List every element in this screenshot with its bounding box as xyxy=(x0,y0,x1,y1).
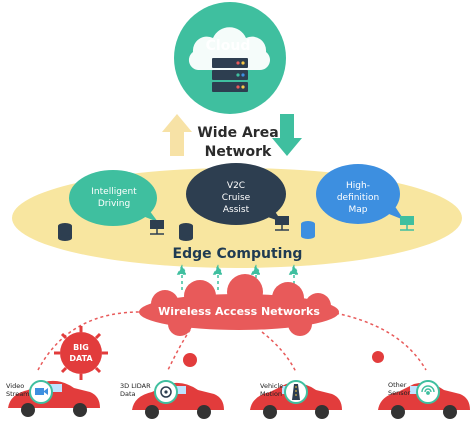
video-camera-icon xyxy=(35,388,48,395)
database-icon xyxy=(301,221,315,239)
network-server-icon xyxy=(400,216,414,231)
database-icon xyxy=(179,223,193,241)
cloud-node xyxy=(174,2,286,114)
edge-computing-label: Edge Computing xyxy=(172,246,303,262)
bubble-line: Cruise xyxy=(221,193,251,203)
car-label-line: 3D LIDAR xyxy=(120,382,151,390)
signal-icon xyxy=(421,385,435,395)
bubble-hd-map-label: High- definition Map xyxy=(320,180,396,216)
sensor-bug-icon xyxy=(183,351,384,367)
server-icon xyxy=(212,58,248,92)
car-label-other-sensor: Other Sensor xyxy=(388,381,420,397)
bubble-intelligent-driving-label: Intelligent Driving xyxy=(74,186,154,210)
lidar-icon xyxy=(160,386,172,398)
car-label-line: Data xyxy=(120,390,136,398)
car-label-line: Vehicle xyxy=(260,382,284,390)
wireless-links xyxy=(37,311,427,373)
downlink-arrow xyxy=(272,114,302,156)
wireless-access-cloud xyxy=(139,274,339,336)
wan-label-line2: Network xyxy=(204,144,272,160)
car-label-line: Video xyxy=(6,382,25,390)
car-label-video-stream: Video Stream xyxy=(6,382,36,398)
bubble-line: Driving xyxy=(97,199,131,209)
car-other-sensor xyxy=(378,380,470,419)
bubble-v2c-label: V2C Cruise Assist xyxy=(190,180,282,216)
network-server-icon xyxy=(275,216,289,231)
uplink-arrow xyxy=(162,114,192,156)
bubble-line: V2C xyxy=(226,181,246,191)
car-label-lidar: 3D LIDAR Data xyxy=(120,382,166,398)
bubble-line: Map xyxy=(348,205,368,215)
car-label-line: Motion xyxy=(260,390,283,398)
bubble-line: definition xyxy=(336,193,380,203)
car-label-line: Sensor xyxy=(388,389,411,397)
car-lidar xyxy=(132,380,224,419)
wireless-access-label: Wireless Access Networks xyxy=(158,305,320,318)
bubble-intelligent-driving xyxy=(69,170,158,226)
cloud-shape xyxy=(188,27,270,70)
wan-label-line1: Wide Area xyxy=(197,125,279,141)
car-video-stream xyxy=(8,380,100,417)
bubble-line: Assist xyxy=(222,205,250,215)
big-data-label: BIG DATA xyxy=(58,342,104,364)
wan-label: Wide Area Network xyxy=(188,124,288,162)
bubble-line: Intelligent xyxy=(91,187,137,197)
cloud-label: Cloud xyxy=(205,38,251,54)
network-server-icon xyxy=(150,220,164,235)
database-icon xyxy=(58,223,72,241)
big-data-line: BIG xyxy=(73,343,89,352)
car-label-line: Stream xyxy=(6,390,30,398)
bubble-line: High- xyxy=(346,181,370,191)
road-icon xyxy=(292,384,300,400)
car-label-vehicle-motion: Vehicle Motion xyxy=(260,382,294,398)
big-data-line: DATA xyxy=(69,354,93,363)
bubble-hd-map xyxy=(316,164,404,224)
car-label-line: Other xyxy=(388,381,407,389)
car-vehicle-motion xyxy=(250,380,342,419)
big-data-badge xyxy=(54,326,108,380)
